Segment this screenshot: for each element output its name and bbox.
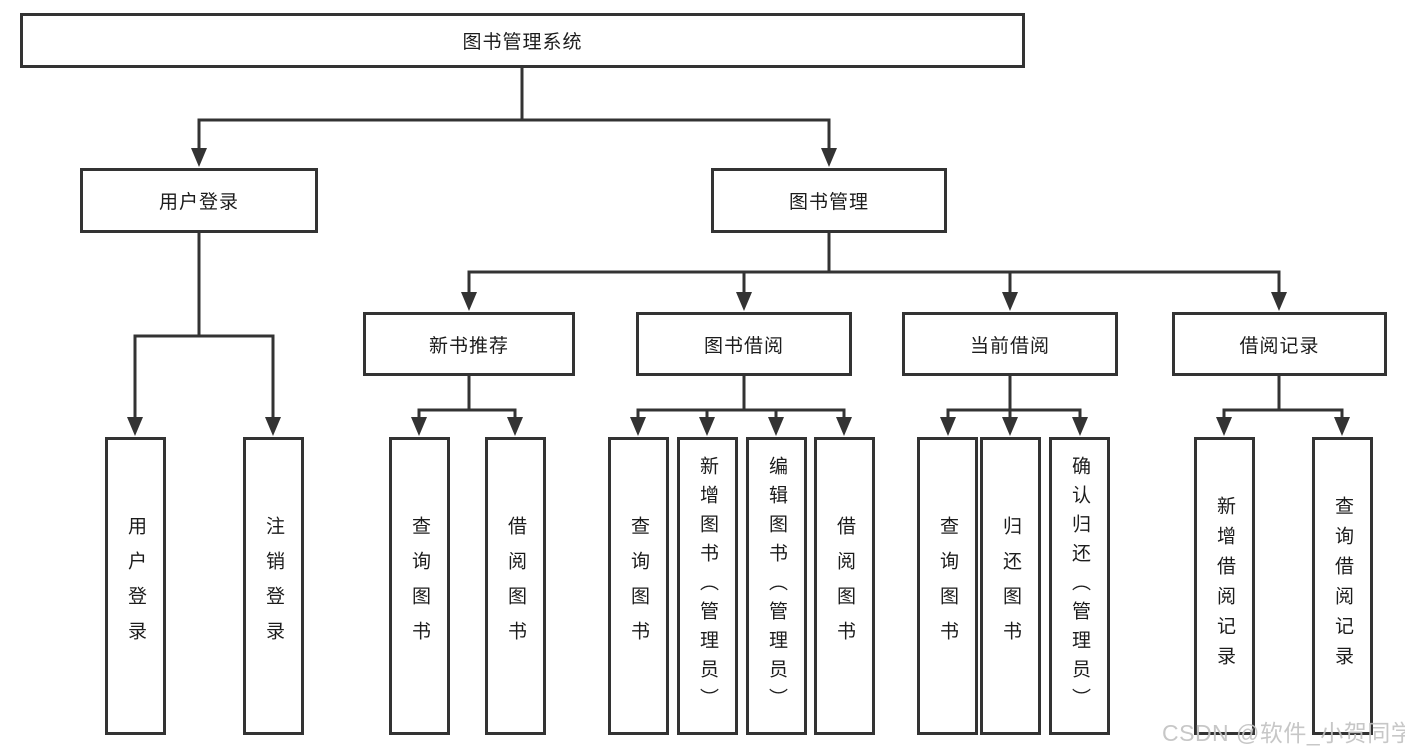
leaf-newbook-query-books: 查询图书 bbox=[389, 437, 450, 735]
csdn-watermark: CSDN @软件_小贺同学 bbox=[1162, 720, 1405, 746]
leaf-borrow-borrow-books: 借阅图书 bbox=[814, 437, 875, 735]
leaf-borrow-add-books-admin: 新增图书（管理员） bbox=[677, 437, 738, 735]
leaf-records-query-record: 查询借阅记录 bbox=[1312, 437, 1373, 735]
leaf-user-login: 用户登录 bbox=[105, 437, 166, 735]
node-borrow-records: 借阅记录 bbox=[1172, 312, 1387, 376]
node-root: 图书管理系统 bbox=[20, 13, 1025, 68]
leaf-newbook-borrow-books: 借阅图书 bbox=[485, 437, 546, 735]
node-book-borrow: 图书借阅 bbox=[636, 312, 852, 376]
connector-arrowheads bbox=[127, 148, 1350, 436]
leaf-current-confirm-return-admin: 确认归还（管理员） bbox=[1049, 437, 1110, 735]
node-user-login: 用户登录 bbox=[80, 168, 318, 233]
node-current-borrow: 当前借阅 bbox=[902, 312, 1118, 376]
leaf-current-query-books: 查询图书 bbox=[917, 437, 978, 735]
leaf-logout: 注销登录 bbox=[243, 437, 304, 735]
leaf-borrow-edit-books-admin: 编辑图书（管理员） bbox=[746, 437, 807, 735]
leaf-borrow-query-books: 查询图书 bbox=[608, 437, 669, 735]
leaf-current-return-books: 归还图书 bbox=[980, 437, 1041, 735]
node-new-book-recommend: 新书推荐 bbox=[363, 312, 575, 376]
node-book-management: 图书管理 bbox=[711, 168, 947, 233]
connector-lines bbox=[133, 66, 1344, 423]
leaf-records-add-record: 新增借阅记录 bbox=[1194, 437, 1255, 735]
